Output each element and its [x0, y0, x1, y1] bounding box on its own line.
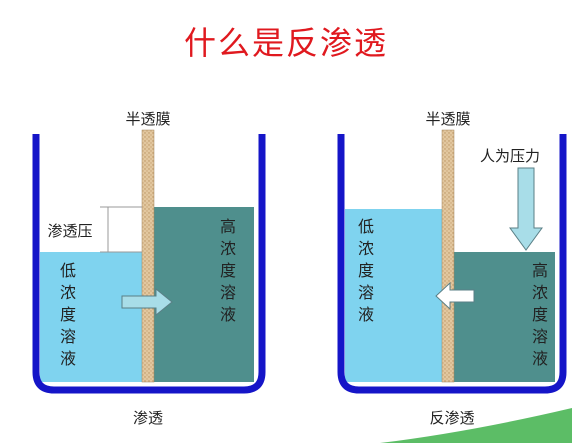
low-concentration-water: [345, 209, 442, 382]
low-char-1: 低: [60, 261, 76, 280]
high-char-4: 溶: [220, 283, 236, 302]
low-char-1: 低: [358, 217, 374, 236]
reverse-osmosis-panel: 半透膜 人为压力 低 浓 度 溶 液 高 浓 度 溶 液 反渗透: [337, 110, 567, 427]
high-char-2: 浓: [220, 239, 236, 258]
decorative-swoosh: [380, 408, 572, 443]
flow-arrow-right-icon: [121, 287, 173, 317]
high-concentration-water: [454, 252, 555, 382]
page-title: 什么是反渗透: [183, 24, 388, 62]
pressure-arrow-down-icon: [509, 167, 543, 251]
osmosis-caption: 渗透: [133, 409, 163, 427]
low-char-2: 浓: [358, 239, 374, 258]
semipermeable-membrane: [141, 129, 155, 383]
flow-arrow-left-icon: [435, 281, 475, 311]
high-char-1: 高: [532, 261, 548, 280]
high-char-5: 液: [532, 349, 548, 368]
high-char-5: 液: [220, 305, 236, 324]
low-char-5: 液: [60, 349, 76, 368]
osmosis-panel: 半透膜 渗透压 低 浓 度 溶 液 高 浓 度 溶 液 渗透: [32, 110, 266, 427]
container: [32, 134, 266, 394]
high-char-2: 浓: [532, 283, 548, 302]
container: [337, 134, 567, 394]
low-concentration-water: [40, 252, 142, 382]
high-char-3: 度: [532, 305, 548, 324]
semipermeable-membrane: [441, 129, 455, 383]
membrane-label: 半透膜: [125, 110, 170, 128]
applied-pressure-label: 人为压力: [480, 147, 540, 165]
low-char-4: 溶: [60, 327, 76, 346]
osmotic-pressure-label: 渗透压: [47, 222, 92, 240]
high-char-4: 溶: [532, 327, 548, 346]
low-char-3: 度: [60, 305, 76, 324]
reverse-osmosis-caption: 反渗透: [429, 409, 474, 427]
high-char-3: 度: [220, 261, 236, 280]
low-char-2: 浓: [60, 283, 76, 302]
membrane-label: 半透膜: [425, 110, 470, 128]
low-char-5: 液: [358, 305, 374, 324]
high-char-1: 高: [220, 217, 236, 236]
low-char-4: 溶: [358, 283, 374, 302]
low-char-3: 度: [358, 261, 374, 280]
high-concentration-water: [154, 207, 254, 382]
